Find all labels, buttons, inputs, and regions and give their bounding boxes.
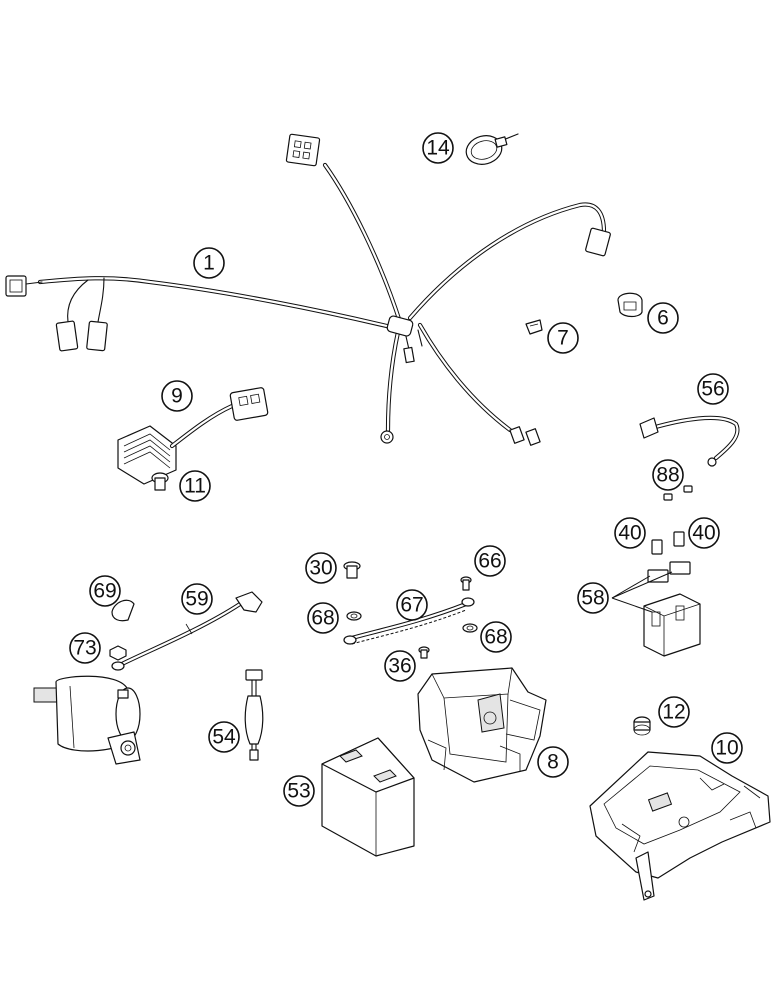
callout-67: 67 bbox=[396, 589, 428, 621]
svg-text:59: 59 bbox=[185, 588, 208, 611]
svg-text:73: 73 bbox=[73, 637, 96, 660]
svg-text:66: 66 bbox=[478, 550, 501, 573]
boot-cover-part bbox=[111, 599, 135, 622]
callout-40-left: 40 bbox=[614, 517, 646, 549]
starter-relay-part bbox=[611, 561, 701, 657]
callout-7: 7 bbox=[547, 322, 579, 354]
screw-part-66 bbox=[460, 576, 472, 591]
screw-part-30 bbox=[343, 561, 361, 579]
fuse-holder-part bbox=[244, 669, 264, 761]
svg-text:8: 8 bbox=[547, 751, 559, 774]
callout-8: 8 bbox=[537, 746, 569, 778]
svg-text:40: 40 bbox=[618, 522, 641, 545]
callout-10: 10 bbox=[711, 732, 743, 764]
callout-59: 59 bbox=[181, 583, 213, 615]
callout-54: 54 bbox=[208, 721, 240, 753]
callout-40-right: 40 bbox=[688, 517, 720, 549]
svg-text:11: 11 bbox=[184, 475, 206, 498]
clip-part bbox=[617, 292, 643, 318]
small-clip-part bbox=[525, 319, 543, 335]
svg-text:54: 54 bbox=[212, 726, 236, 749]
starter-motor-part bbox=[33, 675, 141, 765]
cable-tie-part bbox=[465, 133, 519, 165]
battery-holder-part bbox=[417, 667, 547, 783]
nut-part bbox=[109, 645, 127, 661]
battery-part bbox=[321, 737, 415, 857]
callout-12: 12 bbox=[658, 696, 690, 728]
svg-text:7: 7 bbox=[557, 327, 569, 350]
main-wiring-harness bbox=[5, 133, 611, 446]
starter-cable-part bbox=[111, 591, 263, 671]
callout-56: 56 bbox=[697, 373, 729, 405]
svg-text:10: 10 bbox=[715, 737, 738, 760]
electronics-tray-part bbox=[589, 751, 771, 901]
svg-text:67: 67 bbox=[400, 594, 423, 617]
svg-text:68: 68 bbox=[484, 626, 507, 649]
svg-text:36: 36 bbox=[388, 655, 411, 678]
screw-part-36 bbox=[418, 646, 430, 659]
svg-text:14: 14 bbox=[426, 137, 450, 160]
callout-6: 6 bbox=[647, 302, 679, 334]
grommet-part bbox=[633, 716, 651, 736]
svg-text:56: 56 bbox=[701, 378, 724, 401]
callout-58: 58 bbox=[577, 582, 609, 614]
screw-part-11 bbox=[151, 472, 169, 491]
svg-text:88: 88 bbox=[656, 464, 679, 487]
callout-66: 66 bbox=[474, 545, 506, 577]
callout-68-left: 68 bbox=[307, 602, 339, 634]
callout-69: 69 bbox=[89, 575, 121, 607]
svg-text:58: 58 bbox=[581, 587, 604, 610]
callout-73: 73 bbox=[69, 632, 101, 664]
callout-53: 53 bbox=[283, 775, 315, 807]
callout-1: 1 bbox=[193, 247, 225, 279]
voltage-regulator-part bbox=[117, 387, 269, 485]
svg-text:53: 53 bbox=[287, 780, 310, 803]
callout-9: 9 bbox=[161, 380, 193, 412]
svg-text:30: 30 bbox=[309, 557, 332, 580]
fuses-part bbox=[651, 531, 685, 555]
svg-text:69: 69 bbox=[93, 580, 116, 603]
callout-68-right: 68 bbox=[480, 621, 512, 653]
washers-part bbox=[346, 611, 478, 633]
ground-cable-part bbox=[639, 415, 740, 467]
callout-30: 30 bbox=[305, 552, 337, 584]
callout-88: 88 bbox=[652, 459, 684, 491]
svg-text:6: 6 bbox=[657, 307, 669, 330]
callout-11: 11 bbox=[179, 470, 211, 502]
svg-text:40: 40 bbox=[692, 522, 715, 545]
svg-text:1: 1 bbox=[203, 252, 215, 275]
small-screws-part bbox=[663, 485, 693, 501]
svg-text:68: 68 bbox=[311, 607, 334, 630]
svg-text:12: 12 bbox=[662, 701, 685, 724]
callout-36: 36 bbox=[384, 650, 416, 682]
callout-14: 14 bbox=[422, 132, 454, 164]
battery-cable-part bbox=[343, 597, 475, 645]
svg-text:9: 9 bbox=[171, 385, 183, 408]
